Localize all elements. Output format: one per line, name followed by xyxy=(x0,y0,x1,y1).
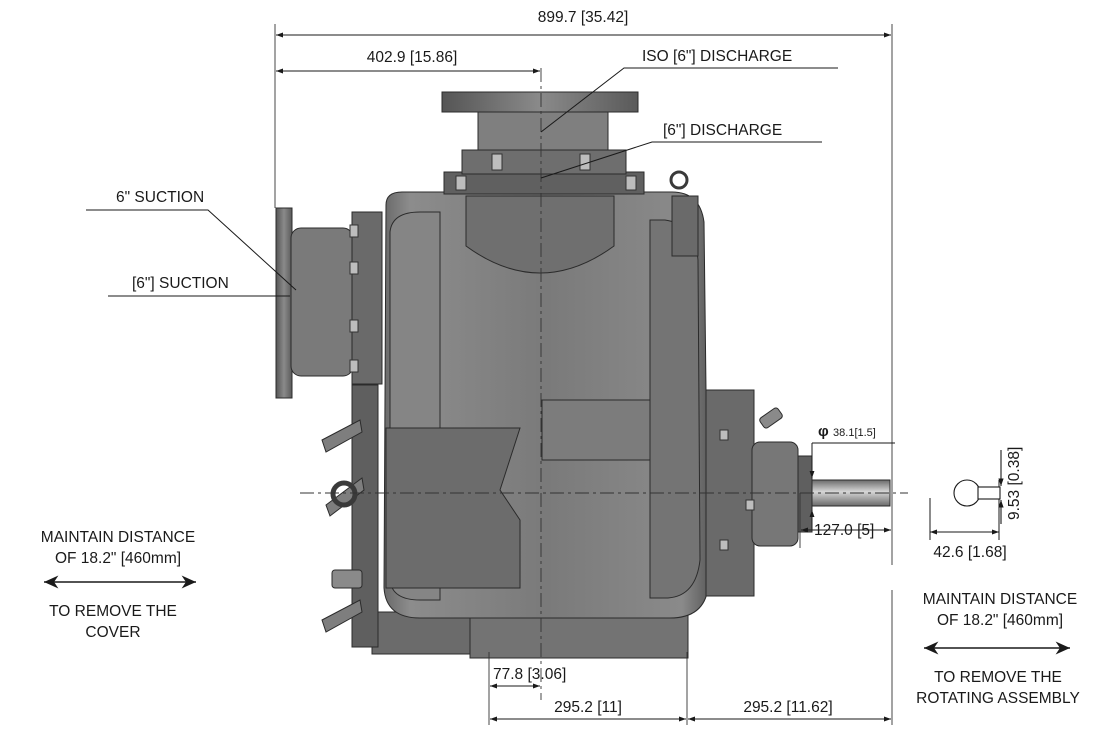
rotating-note-line-4: ROTATING ASSEMBLY xyxy=(916,690,1080,707)
shaft-key-detail xyxy=(953,450,1004,524)
construction-lines xyxy=(274,24,908,725)
inspection-panel xyxy=(541,399,651,461)
suction-label: 6" SUCTION xyxy=(116,189,205,206)
diameter-symbol: φ xyxy=(818,423,829,440)
cover-clearance-note-top: MAINTAIN DISTANCE OF 18.2" [460mm] xyxy=(41,527,195,569)
inlet-plate xyxy=(385,427,521,589)
iso-discharge-label: ISO [6"] DISCHARGE xyxy=(642,48,793,65)
discharge-center-label: 402.9 [15.86] xyxy=(366,49,458,66)
volute-right-panel xyxy=(649,219,701,599)
cover-note-line-2: OF 18.2" [460mm] xyxy=(54,550,182,567)
suction-bracket-label: [6"] SUCTION xyxy=(132,275,229,292)
rotating-note-line-1: MAINTAIN DISTANCE xyxy=(922,591,1078,608)
rotating-clearance-note-bottom: TO REMOVE THE ROTATING ASSEMBLY xyxy=(916,667,1080,709)
rotating-note-line-2: OF 18.2" [460mm] xyxy=(936,612,1064,629)
flange-bolts xyxy=(349,153,755,551)
dimension-lines xyxy=(276,32,1000,722)
shaft-diameter-label: φ 38.1[1.5] xyxy=(818,424,876,440)
base-span-left-label: 295.2 [11] xyxy=(554,699,622,716)
lifting-eye-left xyxy=(330,480,358,508)
overall-width-label: 899.7 [35.42] xyxy=(537,9,629,26)
rotating-note-line-3: TO REMOVE THE xyxy=(934,669,1062,686)
cover-note-line-3: TO REMOVE THE xyxy=(49,603,177,620)
cover-knob xyxy=(331,569,363,589)
cover-note-line-1: MAINTAIN DISTANCE xyxy=(40,529,196,546)
pump-illustration xyxy=(275,91,891,659)
clearance-arrows xyxy=(44,575,1070,655)
rotating-clearance-note-top: MAINTAIN DISTANCE OF 18.2" [460mm] xyxy=(923,589,1077,631)
grease-fitting xyxy=(759,407,783,429)
suction-pipe xyxy=(290,227,354,377)
shaft-diameter-value: 38.1[1.5] xyxy=(833,427,876,439)
suction-connector xyxy=(351,211,383,385)
right-upper-bracket xyxy=(671,195,699,257)
bearing-cap xyxy=(751,441,799,547)
discharge-label: [6"] DISCHARGE xyxy=(663,122,783,139)
discharge-mid-flange xyxy=(461,149,627,175)
key-height-label: 9.53 [0.38] xyxy=(1006,446,1023,520)
discharge-base-flange xyxy=(443,171,645,195)
base-span-right-label: 295.2 [11.62] xyxy=(743,699,833,716)
discharge-top-flange xyxy=(441,91,639,113)
cover-note-line-4: COVER xyxy=(85,624,141,641)
discharge-neck xyxy=(465,195,615,274)
leader-lines xyxy=(86,67,838,297)
suction-flange xyxy=(275,207,293,399)
cover-clearance-note-bottom: TO REMOVE THE COVER xyxy=(49,601,177,643)
shaft-extension-label: 127.0 [5] xyxy=(814,522,875,539)
keyway-width-label: 42.6 [1.68] xyxy=(933,544,1007,561)
discharge-hook xyxy=(669,170,689,190)
base-offset-label: 77.8 [3.06] xyxy=(493,666,567,683)
